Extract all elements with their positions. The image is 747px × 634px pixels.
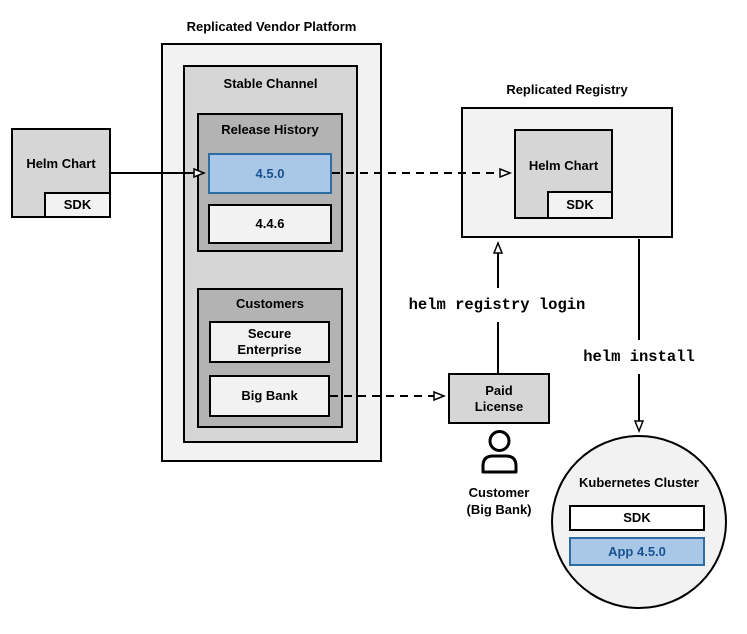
cluster-sdk-box: SDK xyxy=(569,505,705,531)
person-icon xyxy=(481,430,518,474)
release-history-label: Release History xyxy=(221,122,319,137)
paid-license-box: Paid License xyxy=(448,373,550,424)
registry-sdk-box: SDK xyxy=(547,191,613,219)
paid-license-label: Paid License xyxy=(474,382,524,414)
kubernetes-cluster-title: Kubernetes Cluster xyxy=(579,475,699,490)
cluster-app-box: App 4.5.0 xyxy=(569,537,705,566)
vendor-platform-title: Replicated Vendor Platform xyxy=(186,19,357,34)
release-4-4-6: 4.4.6 xyxy=(208,204,332,244)
registry-title: Replicated Registry xyxy=(506,82,628,97)
customers-label: Customers xyxy=(236,296,304,311)
customer-caption: Customer (Big Bank) xyxy=(429,484,569,518)
command-helm-registry-login: helm registry login xyxy=(408,296,586,314)
customer-detail: (Big Bank) xyxy=(466,502,532,517)
customer-name: Customer xyxy=(468,485,530,500)
source-sdk-box: SDK xyxy=(44,192,111,218)
release-4-5-0: 4.5.0 xyxy=(208,153,332,194)
customer-big-bank: Big Bank xyxy=(209,375,330,417)
command-helm-install: helm install xyxy=(583,348,695,366)
customer-secure-enterprise: Secure Enterprise xyxy=(209,321,330,363)
stable-channel-label: Stable Channel xyxy=(223,76,318,91)
customer-secure-enterprise-label: Secure Enterprise xyxy=(237,326,302,357)
